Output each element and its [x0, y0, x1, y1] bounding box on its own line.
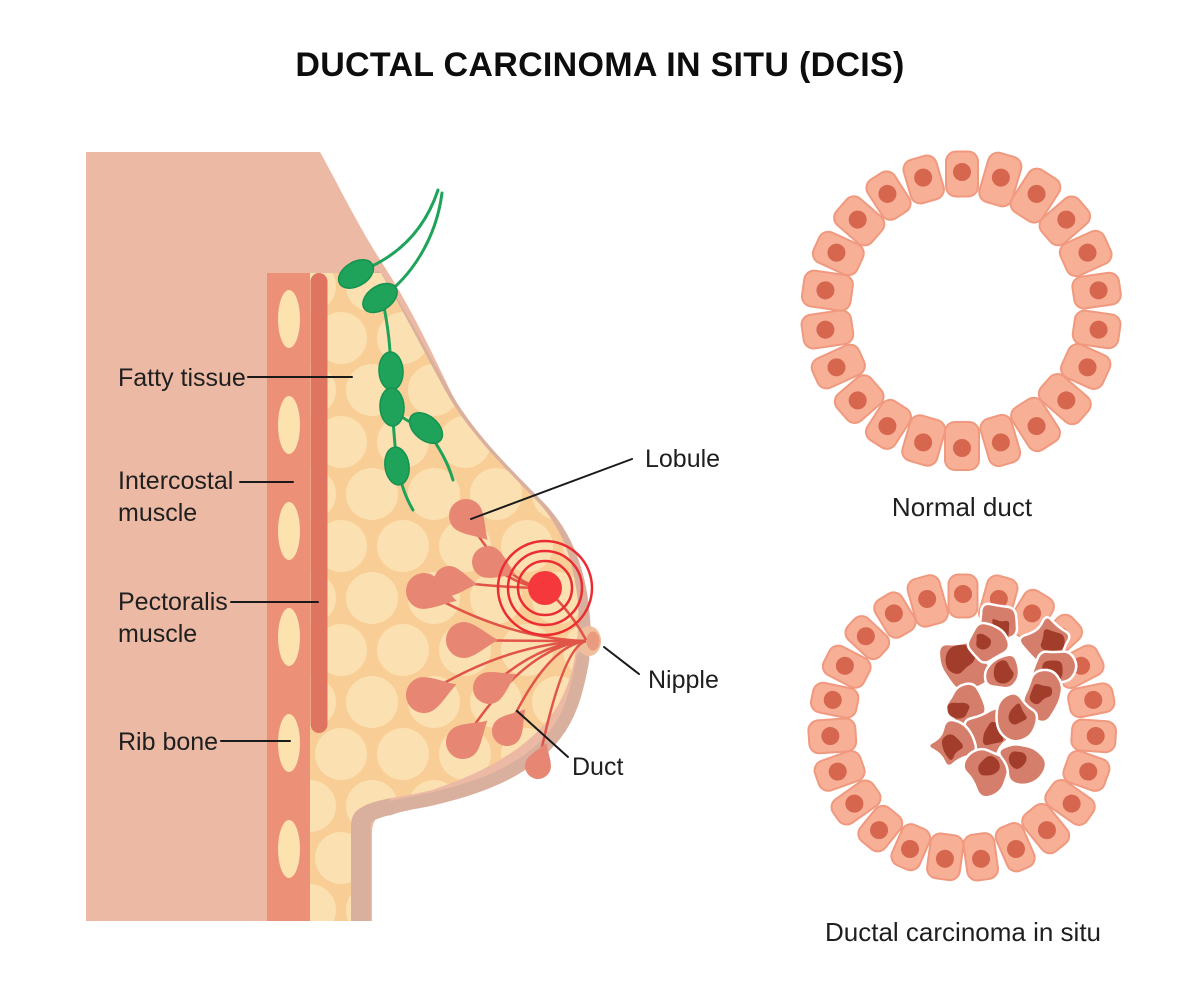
label-fatty-tissue: Fatty tissue	[118, 364, 246, 392]
leader-lines	[220, 376, 640, 758]
leader-duct	[516, 710, 569, 758]
leader-lobule	[470, 458, 633, 520]
label-nipple: Nipple	[648, 666, 719, 694]
page-title: DUCTAL CARCINOMA IN SITU (DCIS)	[295, 46, 905, 84]
breast-cross-section	[86, 152, 601, 921]
pectoralis-muscle-strip	[310, 273, 328, 733]
rib-bones	[278, 290, 300, 878]
label-lobule: Lobule	[645, 445, 721, 473]
dcis-tumor-cells	[927, 602, 1078, 799]
intercostal-muscle-strip	[267, 273, 310, 921]
caption-normal-duct: Normal duct	[891, 492, 1033, 522]
lobules	[406, 499, 551, 780]
caption-dcis: Ductal carcinoma in situ	[825, 917, 1101, 947]
skin-fold-band-bottom	[347, 791, 394, 921]
label-intercostal-muscle: Intercostal muscle	[118, 467, 234, 527]
skin-fold-band-lower	[382, 651, 590, 816]
label-rib-bone: Rib bone	[118, 728, 219, 756]
lymph-node-chain	[337, 188, 455, 512]
normal-duct-diagram	[800, 150, 1122, 471]
tumor-location-marker	[496, 539, 594, 637]
leader-nipple	[603, 646, 640, 675]
label-pectoralis-muscle: Pectoralis muscle	[118, 588, 228, 648]
label-duct: Duct	[572, 753, 624, 781]
lymph-nodes	[337, 259, 444, 486]
